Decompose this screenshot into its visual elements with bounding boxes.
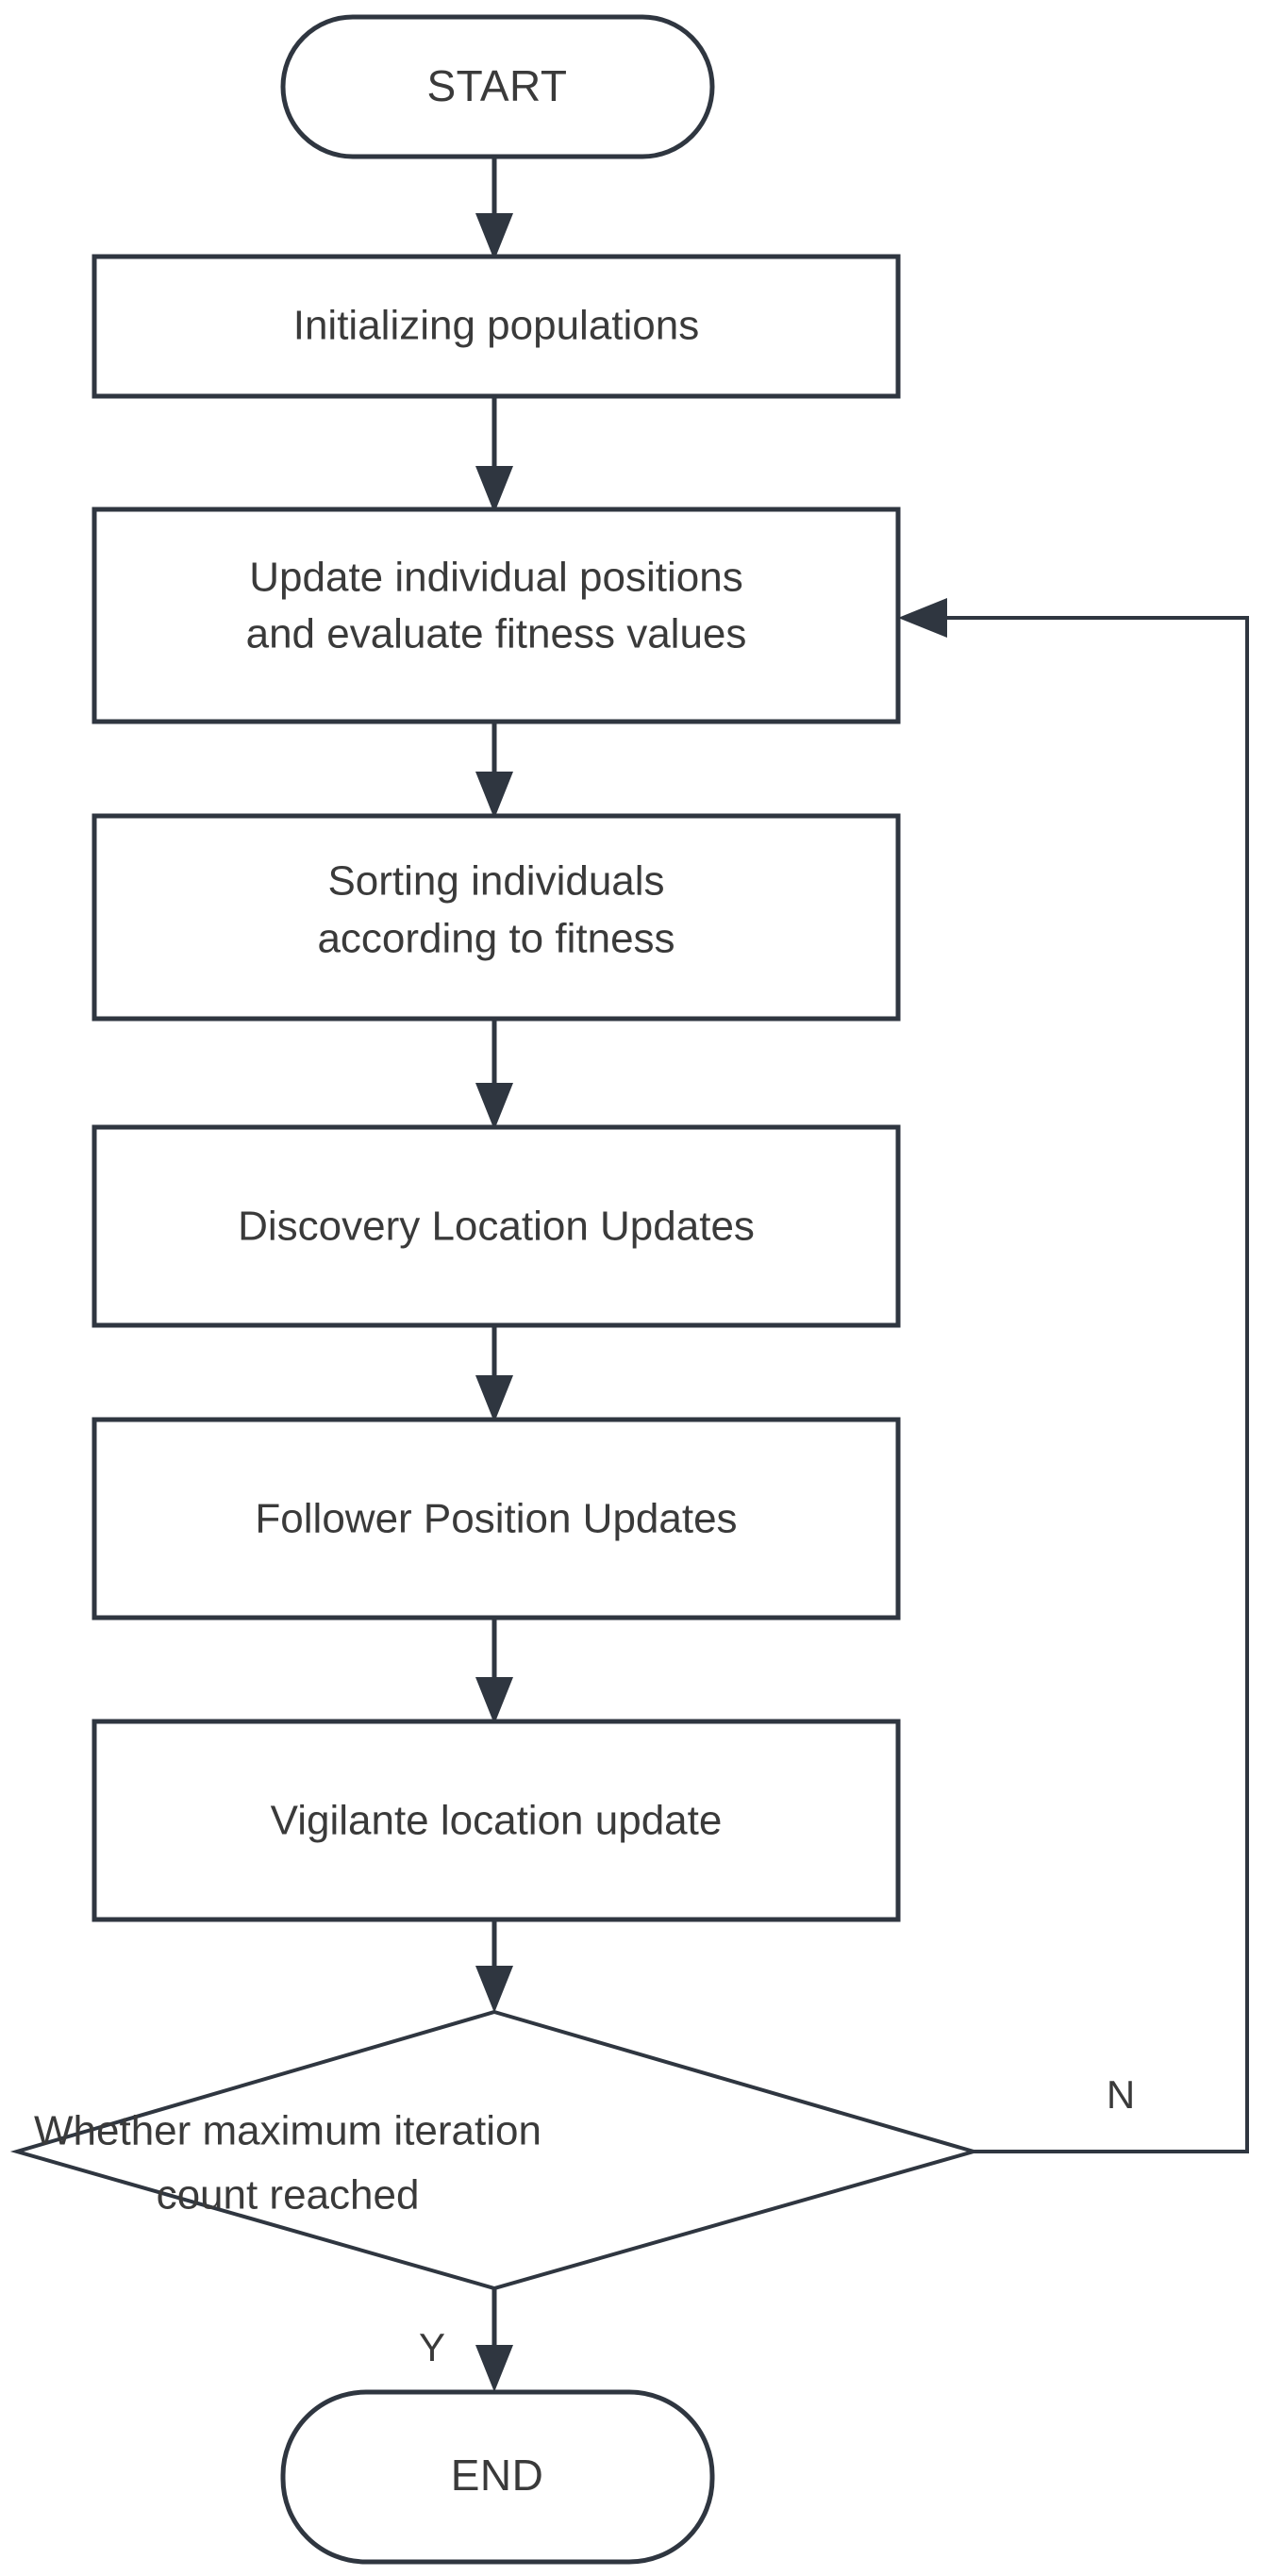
node-start-label: START bbox=[426, 61, 567, 110]
node-start[interactable]: START bbox=[280, 14, 715, 159]
node-end-label: END bbox=[451, 2451, 544, 2500]
node-sorting-individuals-label-line2: according to fitness bbox=[317, 916, 675, 962]
node-sorting-individuals[interactable]: Sorting individuals according to fitness bbox=[92, 813, 901, 1022]
node-vigilante-location-update-label: Vigilante location update bbox=[271, 1798, 723, 1844]
edge-vigilante-to-decision bbox=[475, 1920, 513, 2013]
node-initializing-populations[interactable]: Initializing populations bbox=[92, 254, 901, 399]
node-update-positions-label-line2: and evaluate fitness values bbox=[246, 611, 747, 657]
edge-decision-to-end bbox=[475, 2288, 513, 2392]
edge-label-no: N bbox=[1107, 2072, 1135, 2117]
node-update-positions[interactable]: Update individual positions and evaluate… bbox=[92, 507, 901, 724]
edge-start-to-init bbox=[475, 157, 513, 260]
edge-label-yes: Y bbox=[419, 2325, 445, 2369]
node-follower-position-updates-label: Follower Position Updates bbox=[255, 1496, 737, 1542]
node-decision-label-line2: count reached bbox=[157, 2172, 420, 2219]
node-discovery-location-updates[interactable]: Discovery Location Updates bbox=[92, 1124, 901, 1328]
edge-init-to-update bbox=[475, 396, 513, 513]
edge-discovery-to-follower bbox=[475, 1325, 513, 1422]
node-discovery-location-updates-label: Discovery Location Updates bbox=[238, 1204, 755, 1250]
node-follower-position-updates[interactable]: Follower Position Updates bbox=[92, 1417, 901, 1620]
edge-sort-to-discovery bbox=[475, 1019, 513, 1130]
node-update-positions-label-line1: Update individual positions bbox=[249, 555, 742, 601]
node-sorting-individuals-label-line1: Sorting individuals bbox=[327, 858, 664, 905]
node-decision-label-line1: Whether maximum iteration bbox=[34, 2108, 541, 2154]
edge-decision-to-update-feedback bbox=[898, 598, 1249, 2153]
edge-update-to-sort bbox=[475, 722, 513, 819]
node-initializing-populations-label: Initializing populations bbox=[293, 303, 700, 349]
node-decision-max-iteration[interactable]: Whether maximum iteration count reached bbox=[9, 2009, 981, 2291]
edge-follower-to-vigilante bbox=[475, 1618, 513, 1724]
node-end[interactable]: END bbox=[280, 2389, 715, 2565]
node-vigilante-location-update[interactable]: Vigilante location update bbox=[92, 1719, 901, 1922]
